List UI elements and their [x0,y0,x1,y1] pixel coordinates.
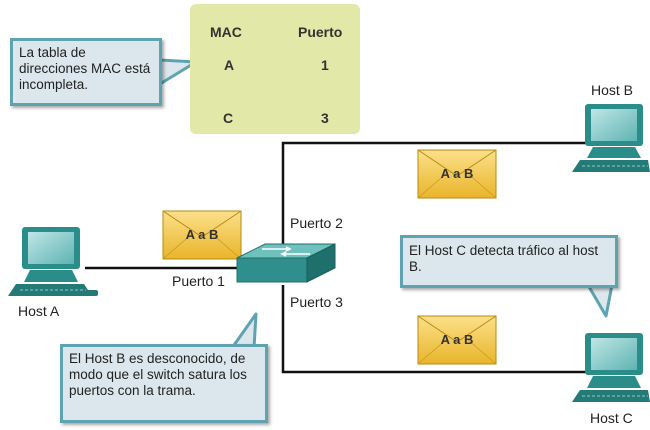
port-3-label: Puerto 3 [290,294,343,310]
port-2-label: Puerto 2 [290,215,343,231]
link-host-b [281,141,590,252]
frame-label-c: A a B [440,332,474,347]
mac-header: MAC [210,24,242,40]
callout-incomplete-table: La tabla de direcciones MAC está incompl… [10,38,162,106]
callout-tail-unknown [230,312,258,350]
host-c-label: Host C [590,410,633,426]
computer-icon-host-b [572,104,650,172]
frame-label-a: A a B [185,227,219,242]
computer-icon-host-c [572,333,650,402]
frame-trail-a [96,215,163,253]
callout-tail-host-c [586,283,614,318]
computer-icon-host-a [8,227,98,296]
mac-cell-row2: C [223,110,234,126]
frame-label-b: A a B [440,166,474,181]
switch-icon [236,243,336,283]
mac-address-table: MAC Puerto A 1 C 3 [190,4,360,134]
port-cell-row1: 1 [321,57,329,73]
port-cell-row2: 3 [321,110,329,126]
frame-trail-c [348,321,418,353]
frame-trail-b [348,154,418,186]
port-header: Puerto [298,24,343,40]
mac-cell-row1: A [224,57,235,73]
host-b-label: Host B [591,82,634,98]
frame-envelope-b [417,149,497,199]
link-host-c [281,285,592,374]
callout-unknown-host: El Host B es desconocido, de modo que el… [60,344,268,423]
host-a-label: Host A [18,303,60,319]
port-1-label: Puerto 1 [172,273,225,289]
frame-envelope-a [162,210,242,260]
callout-host-c-traffic: El Host C detecta tráfico al host B. [400,235,618,288]
frame-envelope-c [417,315,497,365]
